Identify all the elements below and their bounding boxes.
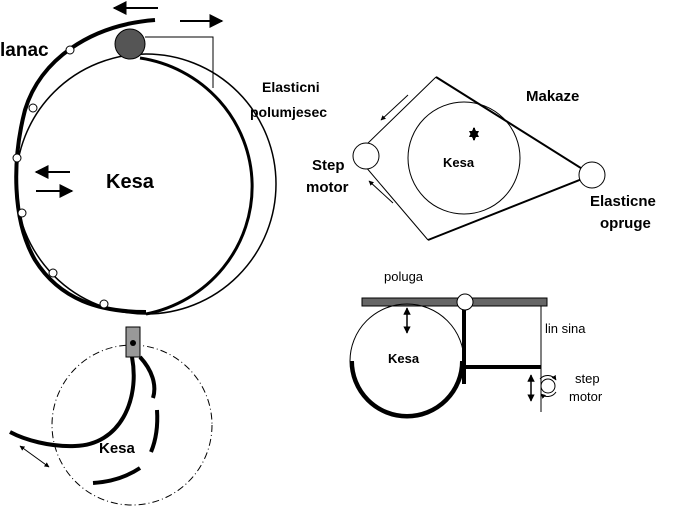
label-lanac: lanac bbox=[0, 40, 49, 61]
rotation-arrow bbox=[539, 374, 557, 381]
chain-band bbox=[14, 18, 156, 314]
scissors-assembly: Makaze Step motor Kesa Elasticne opruge bbox=[306, 76, 656, 241]
label-lin-sina: lin sina bbox=[545, 321, 586, 336]
label-makaze: Makaze bbox=[526, 88, 579, 105]
label-kesa-lever: Kesa bbox=[388, 351, 420, 366]
hook-pin bbox=[130, 340, 136, 346]
hook-arm-dash-1 bbox=[138, 355, 157, 399]
lever-bar bbox=[361, 297, 548, 307]
lever-pivot bbox=[456, 293, 474, 311]
chain-link bbox=[65, 45, 75, 55]
chain-link bbox=[48, 268, 58, 278]
elastic-spring-pulley bbox=[578, 161, 606, 189]
hook-assembly: Kesa bbox=[9, 326, 213, 506]
rotation-arrow-lower bbox=[540, 391, 557, 399]
arrow-scissor-down bbox=[380, 94, 409, 121]
hook-arm-dash-2 bbox=[149, 409, 160, 453]
scissor-arm-inner bbox=[364, 76, 437, 147]
label-kesa-large: Kesa bbox=[106, 171, 155, 193]
arrow-hook-diagonal bbox=[19, 445, 50, 468]
arrow-scissor-up bbox=[368, 180, 394, 204]
hook-arm-dash-3 bbox=[92, 466, 142, 485]
label-motor: motor bbox=[306, 179, 349, 196]
drive-roller bbox=[114, 28, 146, 60]
roller-bracket bbox=[145, 36, 214, 88]
small-step-motor bbox=[540, 378, 556, 394]
chain-link bbox=[28, 103, 38, 113]
chain-link bbox=[12, 153, 22, 163]
label-elasticni: Elasticni bbox=[262, 79, 320, 95]
label-poluga: poluga bbox=[384, 269, 424, 284]
label-polumjesec: polumjesec bbox=[250, 104, 327, 120]
chain-bag-assembly: lanac Kesa Elasticni polumjesec bbox=[0, 0, 327, 316]
hook-arm-left bbox=[9, 356, 136, 449]
step-motor-pulley bbox=[352, 142, 380, 170]
bag-lower-arc-thick bbox=[350, 360, 464, 418]
label-opruge: opruge bbox=[600, 215, 651, 232]
label-step-small: step bbox=[575, 371, 600, 386]
bag-circle-scissors bbox=[407, 101, 521, 215]
chain-link bbox=[99, 299, 109, 309]
lever-rail-assembly: poluga Kesa lin sina step motor bbox=[349, 269, 603, 419]
label-kesa-hook: Kesa bbox=[99, 440, 136, 457]
scissor-arm-inner-lower bbox=[364, 165, 429, 241]
chain-link bbox=[17, 208, 27, 218]
label-step: Step bbox=[312, 157, 345, 174]
label-kesa-scissors: Kesa bbox=[443, 155, 475, 170]
label-motor-small: motor bbox=[569, 389, 603, 404]
guide-circle-dashed bbox=[51, 344, 213, 506]
label-elasticne: Elasticne bbox=[590, 193, 656, 210]
elastic-crescent bbox=[139, 56, 254, 316]
